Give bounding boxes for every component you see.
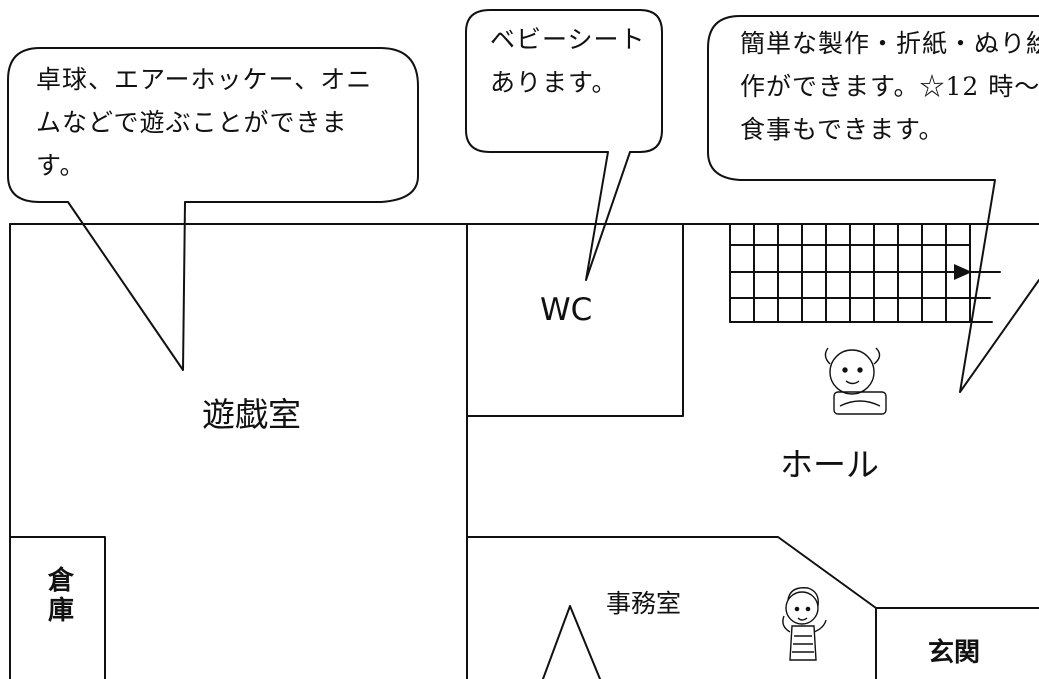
stairs [729, 223, 1001, 323]
bubble-left-text: 卓球、エアーホッケー、オニ ムなどで遊ぶことができま す。 [36, 58, 372, 187]
room-label-entrance: 玄関 [928, 638, 981, 668]
bubble-left-line-1: 卓球、エアーホッケー、オニ [36, 65, 373, 94]
bubble-left-line-2: ムなどで遊ぶことができま [36, 108, 348, 137]
speech-bubble-right [707, 15, 1039, 393]
office-walls [466, 536, 877, 679]
room-label-office: 事務室 [606, 589, 682, 618]
bubble-right-line-2: 作ができます。☆12 時〜 [740, 72, 1039, 101]
room-label-playroom: 遊戯室 [202, 395, 301, 434]
stairs-arrow-icon [954, 264, 972, 280]
room-label-storage-2: 庫 [48, 596, 75, 626]
room-label-hall: ホール [780, 445, 879, 484]
bubble-middle-text: ベビーシート あります。 [490, 18, 646, 104]
room-label-wc: WC [540, 292, 593, 328]
office-arrow-shape [542, 605, 601, 679]
bubble-right-line-1: 簡単な製作・折紙・ぬり絵 [740, 29, 1039, 58]
bubble-left-line-3: す。 [36, 151, 86, 180]
wc-walls [466, 223, 684, 417]
room-label-storage-1: 倉 [48, 566, 75, 596]
bubble-right-line-3: 食事もできます。 [740, 115, 945, 144]
girl-waving-icon [782, 587, 827, 661]
bubble-middle-line-2: あります。 [490, 68, 618, 97]
child-drawing-icon [824, 347, 887, 415]
bubble-right-text: 簡単な製作・折紙・ぬり絵 作ができます。☆12 時〜 食事もできます。 [740, 22, 1039, 151]
room-label-storage: 倉 庫 [48, 566, 74, 626]
speech-bubble-middle [465, 9, 663, 281]
bubble-middle-line-1: ベビーシート [490, 25, 646, 54]
storage-walls [9, 536, 106, 679]
speech-bubble-left [7, 47, 419, 371]
